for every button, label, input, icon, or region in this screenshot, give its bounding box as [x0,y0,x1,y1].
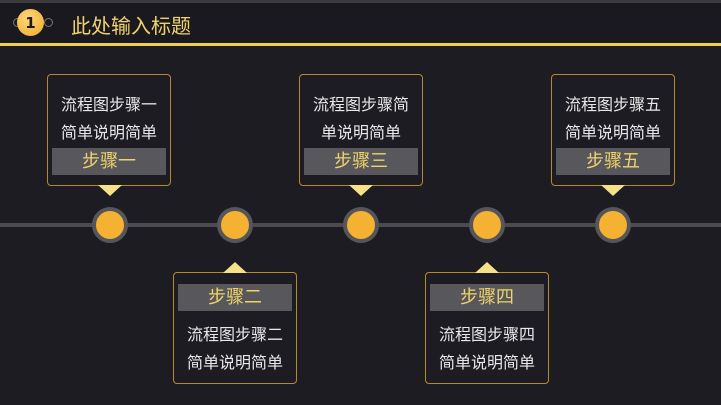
number-badge: 1 [17,9,44,36]
pointer-up-icon [223,262,247,273]
step-desc: 简单说明简单 [60,123,157,142]
step-desc: 简单说明简单 [438,353,535,372]
step-label: 步骤四 [430,284,544,311]
step-desc: 流程图步骤一 [60,95,157,114]
step-desc: 流程图步骤四 [438,325,535,344]
step-card-3: 流程图步骤简 单说明简单 步骤三 [299,74,423,186]
pointer-down-icon [601,185,625,196]
step-label: 步骤二 [178,284,292,311]
step-card-5: 流程图步骤五 简单说明简单 步骤五 [551,74,675,186]
step-desc: 单说明简单 [320,123,401,142]
pointer-down-icon [98,185,122,196]
step-card-1: 流程图步骤一 简单说明简单 步骤一 [47,74,171,186]
step-desc: 简单说明简单 [564,123,661,142]
timeline-node-1 [92,207,128,243]
pointer-down-icon [349,185,373,196]
header-divider [0,43,721,46]
header [0,3,721,43]
step-desc: 简单说明简单 [186,353,283,372]
page-title: 此处输入标题 [71,14,191,38]
step-desc: 流程图步骤五 [564,95,661,114]
timeline-node-3 [343,207,379,243]
timeline-node-5 [595,207,631,243]
step-desc: 流程图步骤简 [312,95,409,114]
step-desc: 流程图步骤二 [186,325,283,344]
timeline-node-4 [469,207,505,243]
timeline-node-2 [217,207,253,243]
top-border [0,0,721,3]
step-card-2: 步骤二 流程图步骤二 简单说明简单 [173,272,297,384]
step-label: 步骤三 [304,148,418,175]
pointer-up-icon [475,262,499,273]
badge-dot-right [44,18,53,27]
step-label: 步骤五 [556,148,670,175]
step-label: 步骤一 [52,148,166,175]
step-card-4: 步骤四 流程图步骤四 简单说明简单 [425,272,549,384]
